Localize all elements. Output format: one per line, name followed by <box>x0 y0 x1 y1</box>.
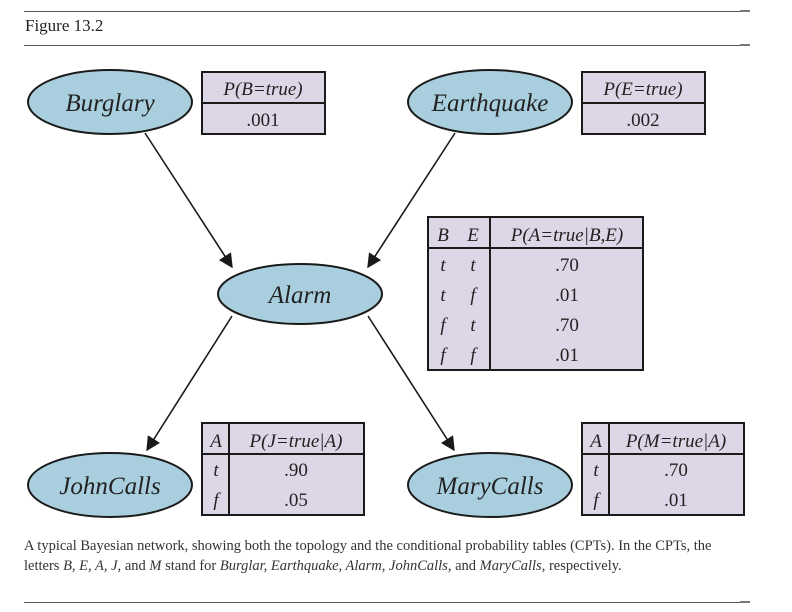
header-rule-cap <box>740 44 750 46</box>
cpt-burglary-value: .001 <box>246 110 279 131</box>
caption-text-4: and <box>451 558 480 574</box>
cpt-alarm-header-p: P(A=true|B,E) <box>510 225 623 246</box>
node-label-marycalls: MaryCalls <box>436 473 544 500</box>
header-rule <box>24 45 746 46</box>
node-earthquake: Earthquake <box>407 69 573 135</box>
cpt-alarm-row1-b: t <box>440 255 446 276</box>
cpt-earthquake: P(E=true) .002 <box>581 71 706 135</box>
node-label-johncalls: JohnCalls <box>59 473 160 500</box>
cpt-mary: A P(M=true|A) t .70 f .01 <box>581 422 745 516</box>
caption-names: Burglar, Earthquake, Alarm, JohnCalls, <box>219 558 452 574</box>
cpt-alarm-header-e: E <box>466 225 479 246</box>
figure-label: Figure 13.2 <box>25 16 104 35</box>
cpt-earthquake-value: .002 <box>626 110 659 131</box>
cpt-john-row2-a: f <box>213 490 221 511</box>
node-label-earthquake: Earthquake <box>431 90 549 117</box>
cpt-john-header-a: A <box>208 431 222 452</box>
cpt-alarm-row1-p: .70 <box>555 255 579 276</box>
cpt-mary-row2-p: .01 <box>664 490 688 511</box>
cpt-alarm-row1-e: t <box>470 255 476 276</box>
node-label-burglary: Burglary <box>65 90 155 117</box>
bottom-rule-cap <box>740 601 750 603</box>
cpt-alarm-header-b: B <box>437 225 449 246</box>
cpt-alarm-row2-p: .01 <box>555 285 579 306</box>
node-alarm: Alarm <box>217 263 383 325</box>
caption-text-1: A typical Bayesian network, showing both… <box>24 538 712 574</box>
cpt-mary-header-a: A <box>588 431 602 452</box>
cpt-alarm: B E P(A=true|B,E) t t .70 t f .01 f t .7… <box>427 216 644 371</box>
cpt-mary-row1-p: .70 <box>664 460 688 481</box>
cpt-earthquake-header: P(E=true) <box>602 79 682 100</box>
figure-caption: A typical Bayesian network, showing both… <box>24 536 746 576</box>
edge-burglary-alarm <box>144 132 233 269</box>
edge-alarm-johncalls <box>146 315 233 452</box>
cpt-john-row1-p: .90 <box>284 460 308 481</box>
cpt-alarm-row2-b: t <box>440 285 446 306</box>
cpt-burglary: P(B=true) .001 <box>201 71 326 135</box>
cpt-john: A P(J=true|A) t .90 f .05 <box>201 422 365 516</box>
caption-text-3: stand for <box>161 558 220 574</box>
caption-letters: B, E, A, J, <box>63 558 122 574</box>
cpt-mary-row1-a: t <box>593 460 599 481</box>
cpt-alarm-row3-b: f <box>440 315 448 336</box>
top-rule <box>24 11 746 12</box>
cpt-alarm-row4-p: .01 <box>555 345 579 366</box>
caption-name-mary: MaryCalls <box>479 558 542 574</box>
bottom-rule <box>24 602 746 603</box>
cpt-john-header-p: P(J=true|A) <box>249 431 343 452</box>
caption-letter-m: M <box>149 558 162 574</box>
cpt-john-row2-p: .05 <box>284 490 308 511</box>
node-johncalls: JohnCalls <box>27 452 193 518</box>
top-rule-cap <box>740 10 750 12</box>
caption-text-5: , respectively. <box>541 558 622 574</box>
node-marycalls: MaryCalls <box>407 452 573 518</box>
cpt-burglary-header: P(B=true) <box>222 79 302 100</box>
cpt-mary-header-p: P(M=true|A) <box>625 431 726 452</box>
edge-earthquake-alarm <box>367 132 456 269</box>
node-label-alarm: Alarm <box>267 282 332 309</box>
cpt-alarm-row3-e: t <box>470 315 476 336</box>
node-burglary: Burglary <box>27 69 193 135</box>
cpt-alarm-row4-e: f <box>470 345 478 366</box>
cpt-alarm-row3-p: .70 <box>555 315 579 336</box>
caption-text-2: and <box>121 558 150 574</box>
edge-alarm-marycalls <box>367 315 455 452</box>
cpt-john-row1-a: t <box>213 460 219 481</box>
cpt-mary-row2-a: f <box>593 490 601 511</box>
cpt-alarm-row2-e: f <box>470 285 478 306</box>
cpt-alarm-row4-b: f <box>440 345 448 366</box>
